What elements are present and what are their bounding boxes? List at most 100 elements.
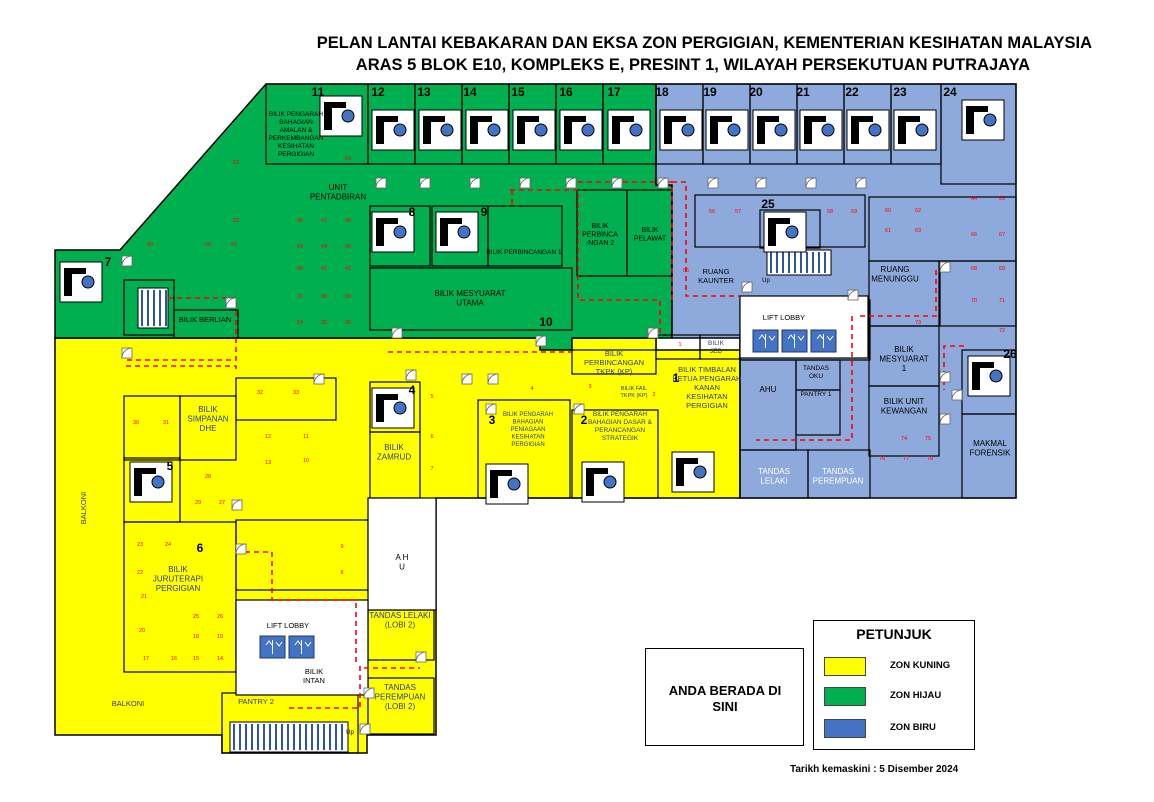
- door-arc-icon: [363, 687, 375, 699]
- chair-icon: [393, 401, 407, 415]
- chair-icon: [983, 113, 997, 127]
- office-number-2: 2: [581, 413, 588, 427]
- seat-number-50: 50: [205, 242, 211, 248]
- door-marker-14: [741, 281, 753, 293]
- desk-edge-icon: [898, 116, 906, 144]
- seat-number-18: 18: [193, 634, 199, 640]
- elevator-arrows-icon: [294, 640, 312, 647]
- elevator-arrows-icon: [787, 334, 805, 341]
- desk-top-icon: [684, 458, 698, 464]
- evacuation-route-11: [286, 666, 361, 709]
- door-marker-24: [405, 369, 417, 381]
- chair-icon: [868, 123, 882, 137]
- room-outline-14: [369, 205, 431, 267]
- room-outline-34: [795, 389, 841, 436]
- seat-number-76: 76: [879, 456, 885, 462]
- desk-top-icon: [859, 116, 873, 122]
- chair-icon: [681, 123, 695, 137]
- plan-title-line-2: ARAS 5 BLOK E10, KOMPLEKS E, PRESINT 1, …: [355, 56, 1030, 74]
- door-marker-30: [235, 543, 247, 555]
- room-outline-48: [123, 521, 237, 673]
- seat-number-9: 9: [340, 544, 343, 550]
- workstation-icon-0: [319, 95, 363, 137]
- door-swing-icon: [535, 335, 547, 347]
- door-marker-29: [231, 499, 243, 511]
- seat-number-46: 46: [297, 218, 303, 224]
- door-arc-icon: [235, 543, 247, 555]
- door-marker-18: [939, 413, 951, 425]
- seat-number-73: 73: [915, 320, 921, 326]
- door-marker-26: [487, 373, 499, 385]
- door-swing-icon: [363, 687, 375, 699]
- chair-icon: [693, 465, 707, 479]
- workstation-icon-2: [418, 109, 462, 151]
- seat-number-61: 61: [885, 228, 891, 234]
- seat-number-21: 21: [141, 594, 147, 600]
- office-number-12: 12: [371, 85, 385, 99]
- workstation-icon-8: [705, 109, 749, 151]
- door-arc-icon: [415, 651, 427, 663]
- desk-edge-icon: [768, 218, 776, 246]
- desk-edge-icon: [710, 116, 718, 144]
- room-outline-51: [367, 677, 435, 735]
- seat-number-24: 24: [165, 542, 171, 548]
- workstation-icon-15: [435, 211, 479, 253]
- seat-number-72: 72: [999, 328, 1005, 334]
- evacuation-route-1: [126, 365, 237, 372]
- desk-edge-icon: [376, 218, 384, 246]
- door-arc-icon: [741, 281, 753, 293]
- seat-number-69: 69: [999, 266, 1005, 272]
- office-number-9: 9: [481, 205, 488, 219]
- chair-icon: [915, 123, 929, 137]
- door-marker-19: [951, 389, 963, 401]
- room-outline-13: [940, 83, 1017, 185]
- chair-icon: [581, 123, 595, 137]
- office-number-23: 23: [893, 85, 907, 99]
- door-marker-12: [535, 335, 547, 347]
- room-label-ahu_1: AHU: [760, 385, 777, 394]
- legend-item-hijau: ZON HIJAU: [824, 687, 969, 706]
- lift-1-1: [781, 329, 808, 353]
- office-number-15: 15: [511, 85, 525, 99]
- door-arc-icon: [573, 403, 585, 415]
- door-swing-icon: [461, 373, 473, 385]
- seat-number-10: 10: [303, 458, 309, 464]
- office-number-13: 13: [417, 85, 431, 99]
- desk-edge-icon: [324, 102, 332, 130]
- office-number-5: 5: [167, 459, 174, 473]
- lift-2-0: [259, 635, 286, 659]
- desk-top-icon: [776, 218, 790, 224]
- office-number-21: 21: [796, 85, 810, 99]
- chair-icon: [727, 123, 741, 137]
- seat-number-19: 19: [217, 634, 223, 640]
- door-arc-icon: [951, 389, 963, 401]
- chair-icon: [507, 477, 521, 491]
- door-arc-icon: [657, 177, 669, 189]
- room-outline-36: [807, 449, 871, 499]
- updated-date: Tarikh kemaskini : 5 Disember 2024: [790, 764, 959, 775]
- stairs-1-icon: [766, 249, 832, 276]
- chair-icon: [989, 369, 1003, 383]
- door-swing-icon: [121, 255, 133, 267]
- door-arc-icon: [755, 177, 767, 189]
- door-arc-icon: [535, 335, 547, 347]
- legend-label-biru: ZON BIRU: [890, 722, 936, 733]
- seat-number-32: 32: [257, 390, 263, 396]
- desk-edge-icon: [586, 468, 594, 496]
- door-swing-icon: [611, 177, 623, 189]
- seat-number-77: 77: [903, 456, 909, 462]
- room-label-balkoni-2: BALKONI: [112, 699, 145, 708]
- desk-edge-icon: [517, 116, 525, 144]
- office-number-16: 16: [559, 85, 573, 99]
- door-swing-icon: [647, 327, 659, 339]
- plan-title-line-1: PELAN LANTAI KEBAKARAN DAN EKSA ZON PERG…: [316, 34, 1092, 52]
